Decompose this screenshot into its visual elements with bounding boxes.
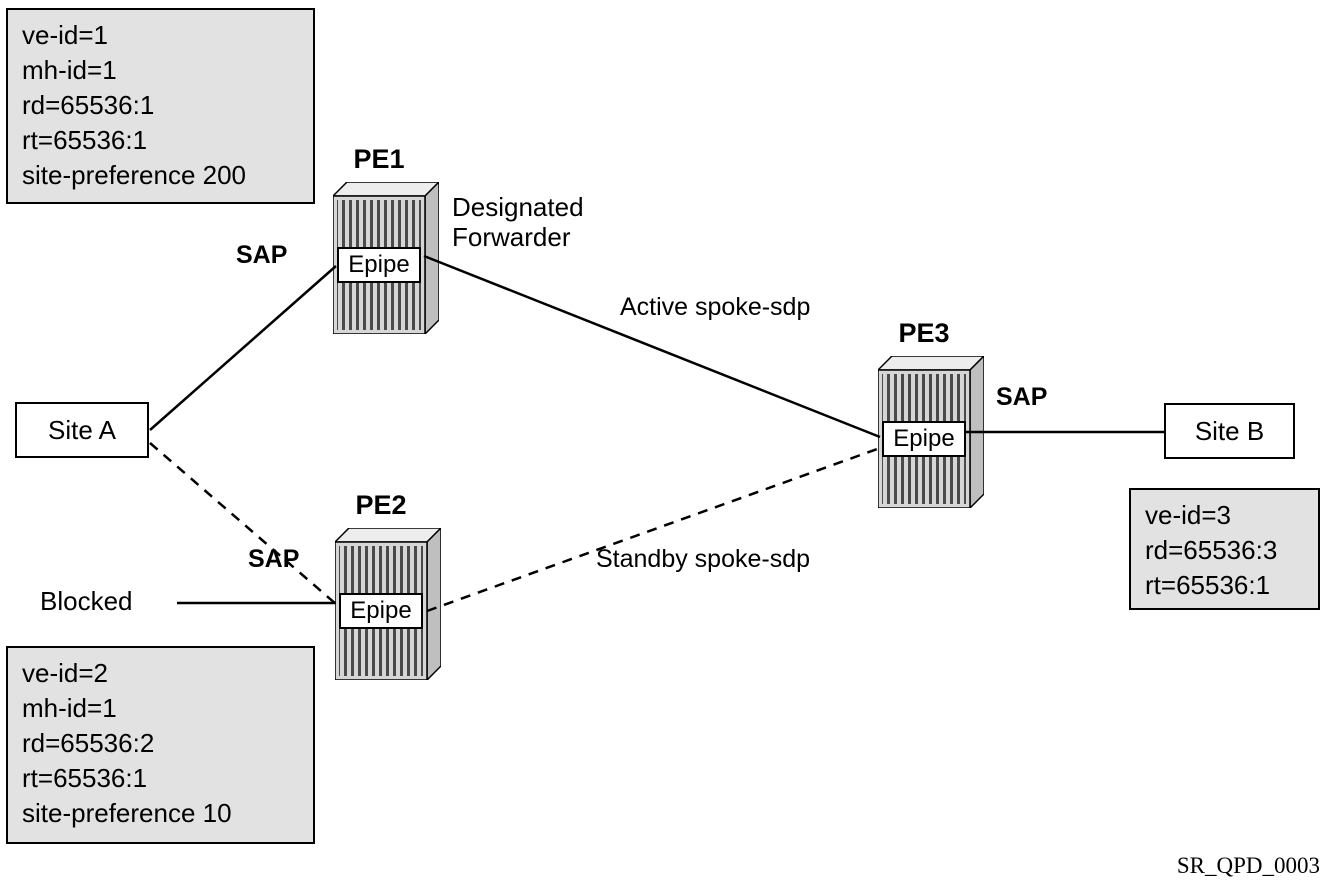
pe2-epipe-label: Epipe (350, 597, 412, 624)
pe2-config-line: mh-id=1 (22, 693, 117, 723)
sap-label-site-a-pe1: SAP (236, 241, 288, 269)
sap-label-site-a-pe2: SAP (248, 545, 300, 573)
standby-spoke-sdp-label: Standby spoke-sdp (596, 545, 811, 573)
pe1-config-infobox: ve-id=1 mh-id=1 rd=65536:1 rt=65536:1 si… (6, 8, 315, 204)
pe3-epipe-label: Epipe (893, 425, 955, 452)
link-site-a-pe1 (149, 265, 337, 431)
pe1-config-line: rt=65536:1 (22, 125, 148, 155)
pe2-config-infobox: ve-id=2 mh-id=1 rd=65536:2 rt=65536:1 si… (6, 646, 315, 844)
site-a-label: Site A (48, 414, 116, 445)
pe3-config-line: rd=65536:3 (1145, 535, 1278, 565)
pe2-config-line: rd=65536:2 (22, 728, 155, 758)
pe3-config-infobox: ve-id=3 rd=65536:3 rt=65536:1 (1129, 488, 1320, 610)
blocked-annotation: Blocked (40, 586, 133, 616)
site-a-box: Site A (15, 402, 149, 458)
pe1-router-side-face (424, 182, 439, 334)
link-pe1-pe3-active-spoke-sdp (423, 254, 881, 439)
pe2-name-label: PE2 (355, 490, 407, 520)
site-b-box: Site B (1164, 403, 1295, 459)
site-b-label: Site B (1194, 415, 1265, 446)
pe2-config-line: ve-id=2 (22, 658, 108, 688)
pe1-config-line: mh-id=1 (22, 55, 117, 85)
figure-id: SR_QPD_0003 (1176, 853, 1320, 878)
pe2-config-line: site-preference 10 (22, 798, 232, 828)
pe1-router-top-face (333, 182, 439, 197)
pe1-config-line: rd=65536:1 (22, 90, 155, 120)
pe3-config-line: rt=65536:1 (1145, 570, 1271, 600)
pe3-epipe-box: Epipe (882, 421, 966, 457)
pe3-router-side-face (969, 356, 984, 508)
pe2-config-line: rt=65536:1 (22, 763, 148, 793)
pe1-epipe-label: Epipe (348, 251, 410, 278)
pe2-router-top-face (335, 528, 441, 543)
pe1-name-label: PE1 (353, 144, 405, 174)
active-spoke-sdp-label: Active spoke-sdp (620, 293, 811, 321)
pe1-config-line: site-preference 200 (22, 160, 247, 190)
pe3-name-label: PE3 (898, 318, 950, 348)
designated-forwarder-line2: Forwarder (452, 222, 571, 252)
designated-forwarder-line1: Designated (452, 192, 584, 222)
link-pe2-pe3-standby-spoke-sdp-dashed (426, 446, 881, 613)
pe3-router-top-face (878, 356, 984, 371)
pe1-epipe-box: Epipe (337, 247, 421, 283)
sap-label-pe3-site-b: SAP (996, 383, 1048, 411)
designated-forwarder-annotation: Designated Forwarder (452, 192, 584, 252)
pe1-config-line: ve-id=1 (22, 20, 108, 50)
pe3-config-line: ve-id=3 (1145, 500, 1231, 530)
link-site-a-pe2-dashed (149, 442, 337, 605)
pe2-epipe-box: Epipe (339, 593, 423, 629)
pe2-router-side-face (426, 528, 441, 680)
